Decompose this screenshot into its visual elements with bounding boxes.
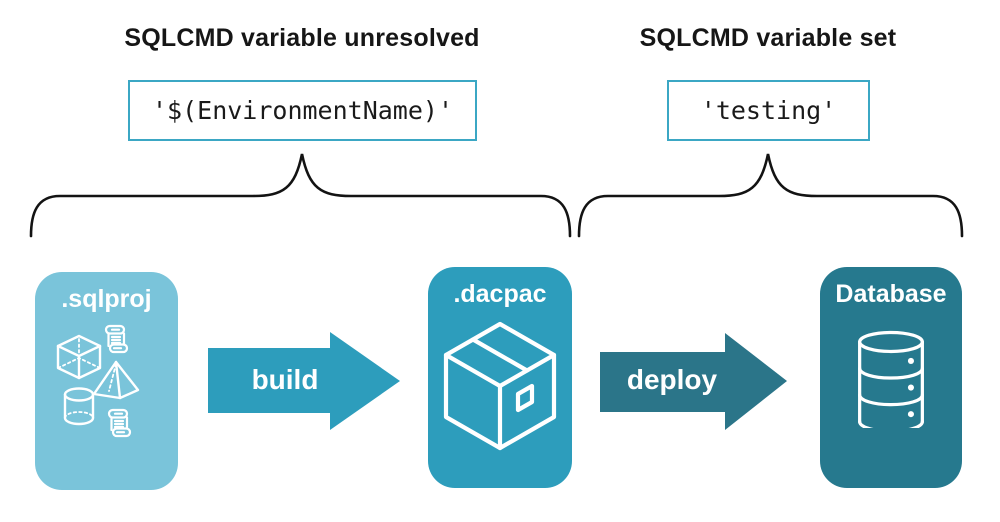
deploy-arrow-label: deploy xyxy=(626,364,718,395)
database-node: Database xyxy=(820,267,962,488)
resolved-variable-value: 'testing' xyxy=(700,96,837,125)
scroll-icon xyxy=(104,324,129,354)
build-arrow: build xyxy=(205,330,405,434)
right-annotation-title: SQLCMD variable set xyxy=(639,24,897,52)
resolved-variable-value-box: 'testing' xyxy=(667,80,870,141)
left-brace xyxy=(29,153,572,238)
right-brace xyxy=(577,153,964,238)
database-node-label: Database xyxy=(835,280,947,308)
database-icon xyxy=(858,330,924,428)
unresolved-variable-value: '$(EnvironmentName)' xyxy=(151,96,454,125)
sqlproj-node-label: .sqlproj xyxy=(61,285,152,313)
cylinder-icon xyxy=(63,387,95,426)
cube-icon xyxy=(56,334,102,380)
pyramid-icon xyxy=(92,360,140,400)
deploy-arrow-shape xyxy=(600,333,787,430)
scroll-icon xyxy=(107,408,132,438)
dacpac-node-label: .dacpac xyxy=(453,280,547,308)
package-icon xyxy=(443,321,557,451)
sqlproj-objects-illustration xyxy=(56,324,140,438)
deploy-arrow: deploy xyxy=(597,331,792,432)
dacpac-node: .dacpac xyxy=(428,267,572,488)
unresolved-variable-value-box: '$(EnvironmentName)' xyxy=(128,80,477,141)
left-annotation-title: SQLCMD variable unresolved xyxy=(124,24,480,52)
build-arrow-label: build xyxy=(251,364,319,395)
build-arrow-shape xyxy=(208,332,400,430)
sqlproj-node: .sqlproj xyxy=(35,272,178,490)
